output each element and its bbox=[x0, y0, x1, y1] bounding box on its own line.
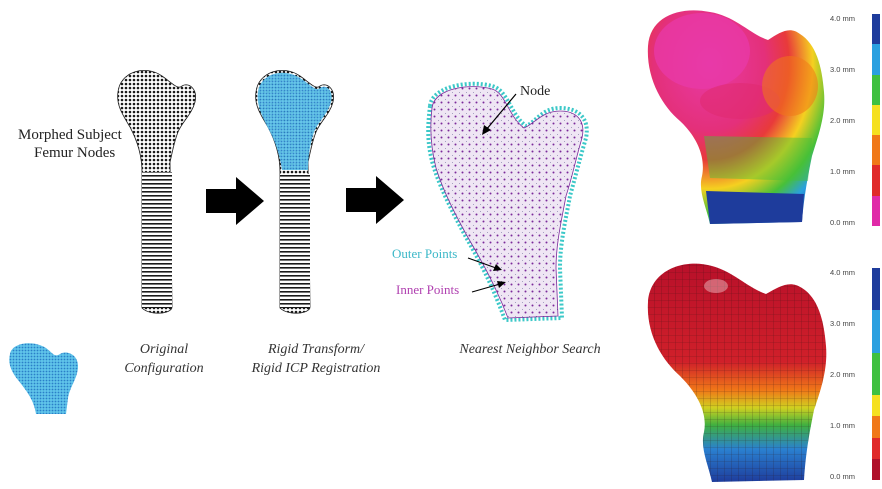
color-bar-segment bbox=[872, 459, 880, 480]
original-caption-line1: Original bbox=[104, 340, 224, 359]
node-pointer bbox=[480, 92, 520, 137]
outer-points-pointer bbox=[466, 256, 506, 274]
color-bar-segment bbox=[872, 44, 880, 74]
heatmap-femur-top bbox=[640, 6, 830, 232]
color-bar bbox=[872, 268, 880, 480]
heatmap-mesh-femur-bottom bbox=[640, 258, 830, 486]
color-bar-segment bbox=[872, 332, 880, 353]
color-bar-segment bbox=[872, 310, 880, 331]
color-bar-segment bbox=[872, 14, 880, 44]
outer-points-label: Outer Points bbox=[392, 246, 457, 262]
color-bar-segment bbox=[872, 135, 880, 165]
scale-tick-label: 2.0 mm bbox=[830, 116, 855, 125]
rigid-caption-line2: Rigid ICP Registration bbox=[236, 359, 396, 378]
inner-points-pointer bbox=[470, 278, 510, 296]
nearest-caption: Nearest Neighbor Search bbox=[440, 340, 620, 359]
color-bar-segment bbox=[872, 289, 880, 310]
inner-points-label: Inner Points bbox=[396, 282, 459, 298]
color-bar-segment bbox=[872, 438, 880, 459]
node-label: Node bbox=[520, 84, 550, 100]
scale-tick-label: 4.0 mm bbox=[830, 268, 855, 277]
scale-tick-label: 1.0 mm bbox=[830, 167, 855, 176]
scale-tick-label: 2.0 mm bbox=[830, 370, 855, 379]
scale-tick-label: 0.0 mm bbox=[830, 472, 855, 481]
scale-tick-label: 0.0 mm bbox=[830, 218, 855, 227]
original-caption-line2: Configuration bbox=[104, 359, 224, 378]
color-bar-segment bbox=[872, 165, 880, 195]
color-bar-segment bbox=[872, 75, 880, 105]
morphed-nodes-label: Morphed Subject Femur Nodes bbox=[18, 126, 122, 162]
color-bar-segment bbox=[872, 196, 880, 226]
color-bar-segment bbox=[872, 416, 880, 437]
arrow-right-icon bbox=[206, 177, 264, 225]
color-bar bbox=[872, 14, 880, 226]
rigid-caption: Rigid Transform/ Rigid ICP Registration bbox=[236, 340, 396, 378]
color-scale-bottom: 4.0 mm 3.0 mm 2.0 mm 1.0 mm 0.0 mm bbox=[830, 264, 882, 484]
rigid-caption-line1: Rigid Transform/ bbox=[236, 340, 396, 359]
scale-tick-label: 3.0 mm bbox=[830, 65, 855, 74]
color-bar-segment bbox=[872, 374, 880, 395]
color-scale-top: 4.0 mm 3.0 mm 2.0 mm 1.0 mm 0.0 mm bbox=[830, 10, 882, 230]
arrow-right-icon bbox=[346, 176, 404, 224]
morphed-label-line1: Morphed Subject bbox=[18, 126, 122, 144]
small-cyan-femur bbox=[6, 340, 86, 415]
original-femur-nodes bbox=[100, 62, 220, 327]
scale-tick-label: 1.0 mm bbox=[830, 421, 855, 430]
color-bar-segment bbox=[872, 105, 880, 135]
color-bar-segment bbox=[872, 353, 880, 374]
color-bar-segment bbox=[872, 268, 880, 289]
morphed-label-line2: Femur Nodes bbox=[18, 144, 122, 162]
color-bar-segment bbox=[872, 395, 880, 416]
scale-tick-label: 3.0 mm bbox=[830, 319, 855, 328]
scale-tick-label: 4.0 mm bbox=[830, 14, 855, 23]
original-caption: Original Configuration bbox=[104, 340, 224, 378]
